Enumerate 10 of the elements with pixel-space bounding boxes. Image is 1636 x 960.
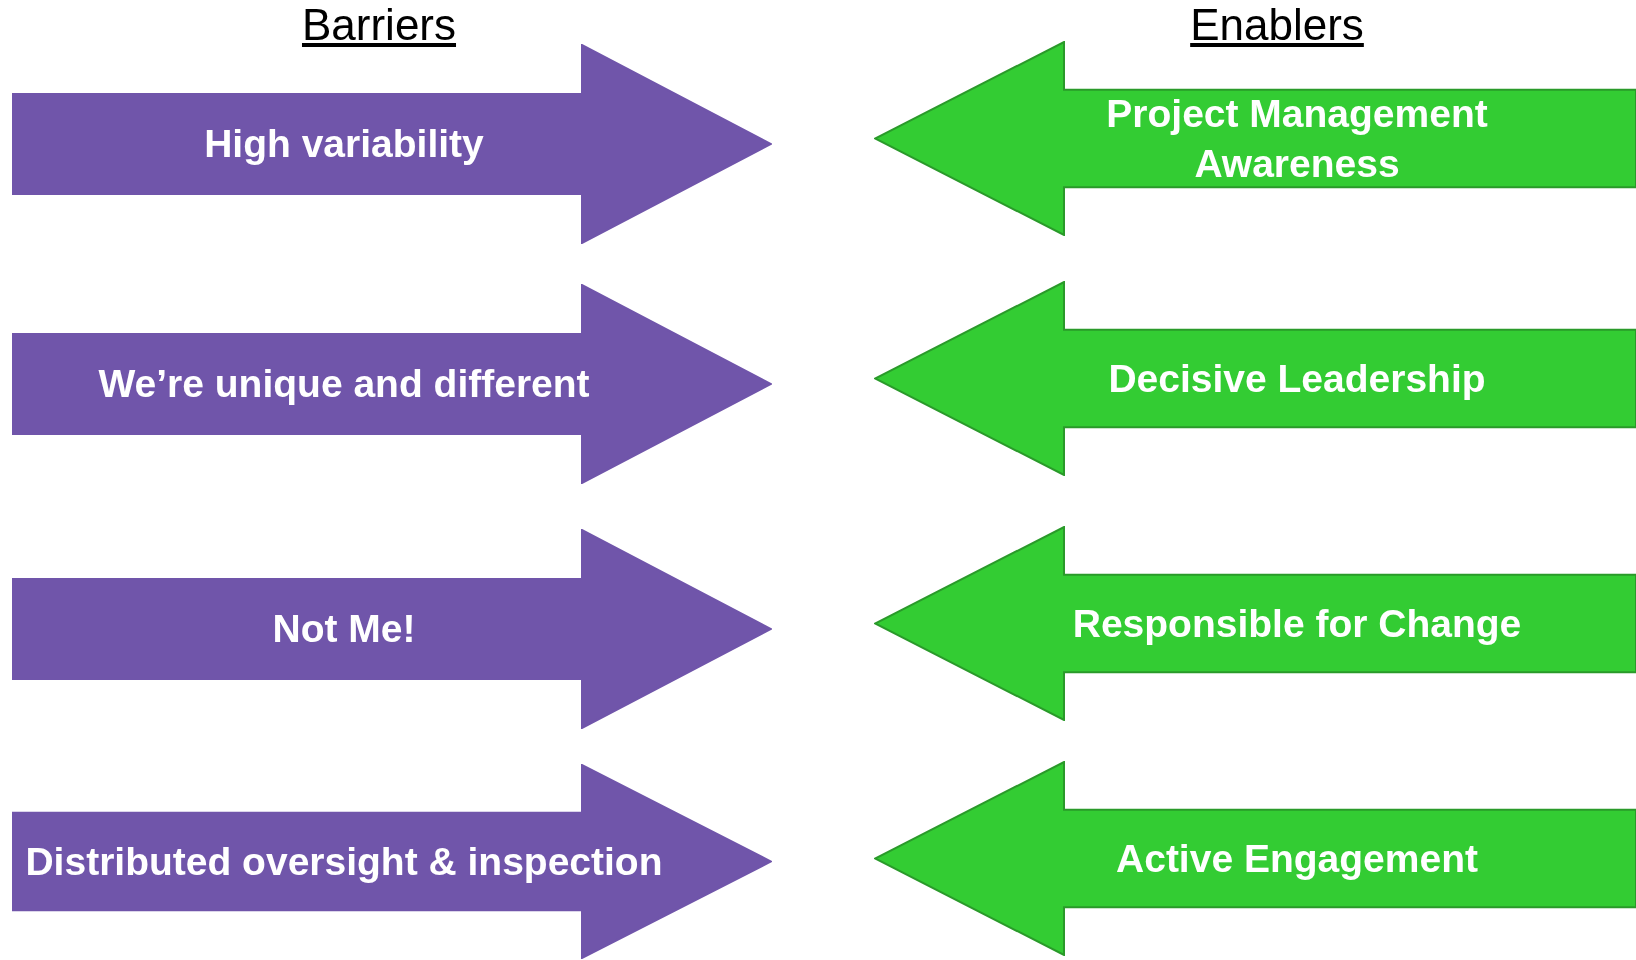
arrow-label: We’re unique and different bbox=[97, 361, 591, 407]
arrow-label: Decisive Leadership bbox=[1107, 355, 1487, 402]
arrow-label: Distributed oversight & inspection bbox=[24, 838, 664, 885]
arrow-label: Active Engagement bbox=[1115, 835, 1479, 882]
arrow-label: Not Me! bbox=[271, 606, 417, 652]
arrow-label: Project Management Awareness bbox=[1105, 90, 1489, 187]
arrow-label: Responsible for Change bbox=[1071, 600, 1523, 647]
arrow-label: High variability bbox=[203, 121, 485, 167]
column-heading: Enablers bbox=[1190, 0, 1364, 50]
column-heading: Barriers bbox=[302, 0, 456, 50]
